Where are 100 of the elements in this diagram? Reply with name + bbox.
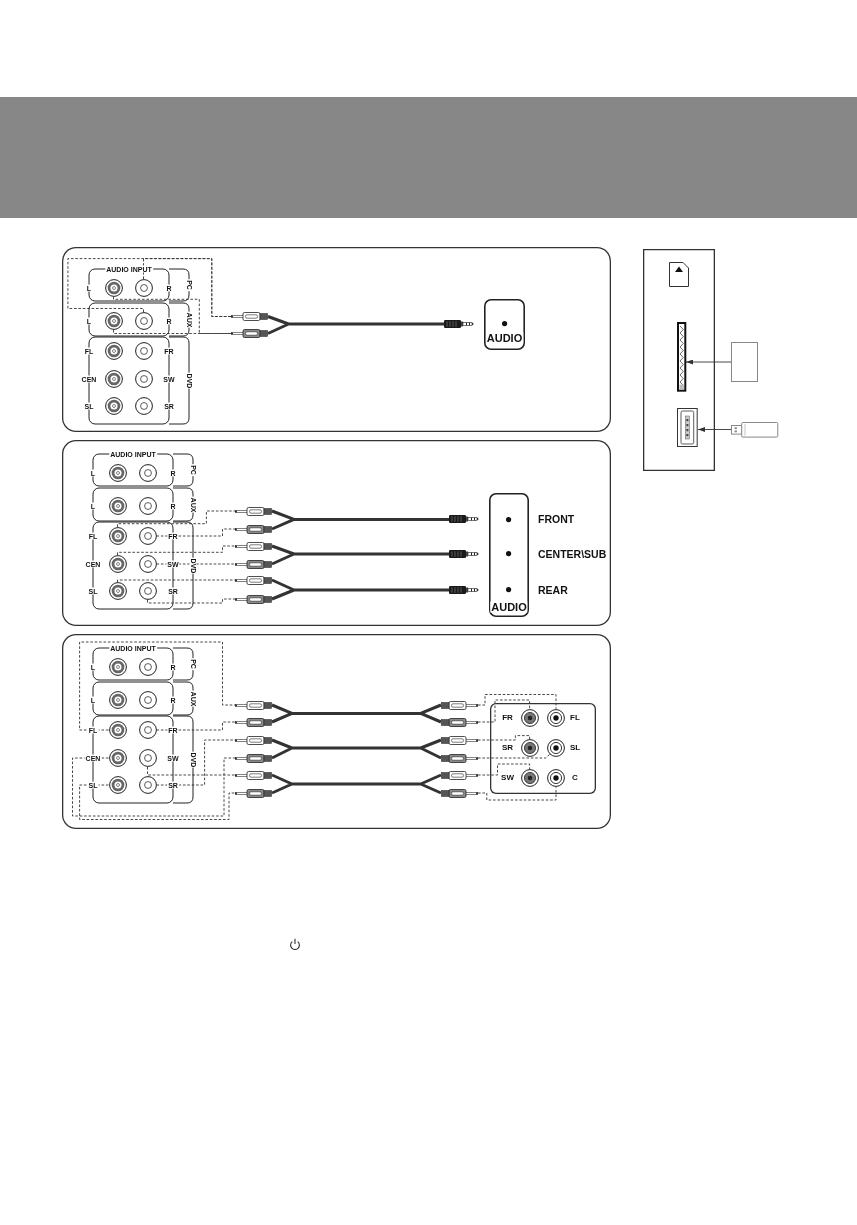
jack-label: FL bbox=[569, 713, 581, 722]
rca-jack bbox=[138, 582, 157, 600]
audio-cable bbox=[270, 544, 451, 566]
rca-jack bbox=[138, 497, 157, 515]
rca-plug bbox=[235, 559, 272, 569]
dashed-wire bbox=[477, 699, 531, 723]
rca-plug bbox=[441, 788, 478, 798]
dashed-wire bbox=[477, 763, 531, 776]
rca-jack bbox=[108, 582, 127, 600]
channel-label: REAR bbox=[537, 584, 569, 596]
rca-plug bbox=[235, 700, 272, 710]
audio-cable bbox=[266, 315, 446, 335]
rca-jack bbox=[108, 776, 127, 794]
rca-jack bbox=[138, 527, 157, 545]
rca-plug bbox=[235, 717, 272, 727]
rca-jack bbox=[104, 279, 123, 297]
device-label: AUDIO bbox=[485, 332, 524, 344]
rca-plug bbox=[441, 770, 478, 780]
rca-plug bbox=[235, 575, 272, 585]
dashed-wire bbox=[117, 510, 236, 528]
audio-cable bbox=[270, 509, 451, 531]
rca-plug bbox=[235, 788, 272, 798]
panel-frame bbox=[62, 440, 611, 626]
rca-jack bbox=[547, 708, 565, 727]
rca-jack bbox=[108, 464, 127, 482]
jack-label: SW bbox=[500, 774, 515, 783]
channel-label: FRONT bbox=[537, 514, 576, 525]
audio-device-panel bbox=[488, 493, 529, 617]
audio-jack bbox=[506, 516, 512, 522]
input-section bbox=[84, 715, 198, 804]
jack-label: C bbox=[571, 774, 579, 783]
audio-jack bbox=[501, 321, 508, 327]
dashed-wire bbox=[117, 579, 236, 583]
rca-jack bbox=[138, 555, 157, 573]
rca-jack bbox=[134, 397, 153, 415]
rca-jack bbox=[138, 749, 157, 767]
rca-plug bbox=[441, 717, 478, 727]
dashed-wire bbox=[67, 258, 232, 317]
dashed-wire bbox=[477, 735, 531, 741]
dashed-wire bbox=[156, 739, 236, 786]
rca-jack bbox=[134, 312, 153, 330]
rca-jack bbox=[138, 691, 157, 709]
dashed-wire bbox=[477, 786, 557, 801]
rca-jack bbox=[547, 769, 565, 788]
panel-frame bbox=[62, 634, 611, 829]
dashed-wire bbox=[113, 296, 232, 334]
dashed-wire bbox=[147, 766, 236, 776]
card-slot bbox=[676, 322, 686, 392]
rca-plug bbox=[235, 770, 272, 780]
channel-label: CENTER\SUB bbox=[537, 548, 608, 560]
mini-jack-plug bbox=[449, 586, 479, 594]
rca-jack bbox=[134, 342, 153, 360]
rca-jack bbox=[108, 658, 127, 676]
rca-plug bbox=[235, 594, 272, 604]
dashed-wire bbox=[113, 329, 232, 334]
rca-jack bbox=[547, 739, 565, 757]
dashed-wire bbox=[117, 545, 236, 556]
device-label: AUDIO bbox=[490, 601, 528, 613]
usb-stick bbox=[731, 421, 779, 438]
audio-jack bbox=[506, 587, 512, 593]
speaker-input-panel bbox=[490, 703, 596, 795]
side-panel bbox=[643, 249, 715, 471]
dashed-wire bbox=[79, 641, 236, 731]
rca-jack bbox=[520, 769, 539, 788]
rca-jack bbox=[108, 555, 127, 573]
rca-plug bbox=[235, 541, 272, 551]
rca-plug bbox=[441, 735, 478, 745]
mini-jack-plug bbox=[444, 320, 474, 328]
audio-cable bbox=[270, 738, 443, 760]
rca-jack bbox=[108, 497, 127, 515]
dashed-wire bbox=[477, 694, 557, 710]
dashed-wire bbox=[143, 258, 232, 317]
dashed-wire bbox=[79, 784, 236, 820]
rca-plug bbox=[235, 753, 272, 763]
rca-plug bbox=[441, 753, 478, 763]
jack-label: FR bbox=[501, 713, 514, 722]
dashed-wire bbox=[477, 753, 551, 759]
rca-plug bbox=[441, 700, 478, 710]
rca-jack bbox=[108, 691, 127, 709]
rca-plug bbox=[235, 506, 272, 516]
usb-port bbox=[677, 407, 698, 447]
jack-label: SR bbox=[500, 744, 515, 752]
rca-jack bbox=[104, 397, 123, 415]
rca-jack bbox=[108, 749, 127, 767]
input-section bbox=[84, 521, 198, 610]
dashed-wire bbox=[147, 598, 236, 604]
rca-jack bbox=[520, 739, 539, 757]
panel-frame bbox=[62, 247, 611, 432]
audio-cable bbox=[270, 773, 443, 795]
rca-jack bbox=[138, 721, 157, 739]
dashed-wire bbox=[156, 528, 236, 537]
audio-jack bbox=[506, 551, 512, 557]
mini-jack-plug bbox=[449, 550, 479, 558]
rca-jack bbox=[104, 312, 123, 330]
rca-plug bbox=[235, 735, 272, 745]
rca-plug bbox=[235, 524, 272, 534]
rca-jack bbox=[104, 342, 123, 360]
jack-label: SL bbox=[568, 744, 582, 752]
mini-jack-plug bbox=[449, 515, 479, 524]
rca-jack bbox=[104, 370, 123, 388]
